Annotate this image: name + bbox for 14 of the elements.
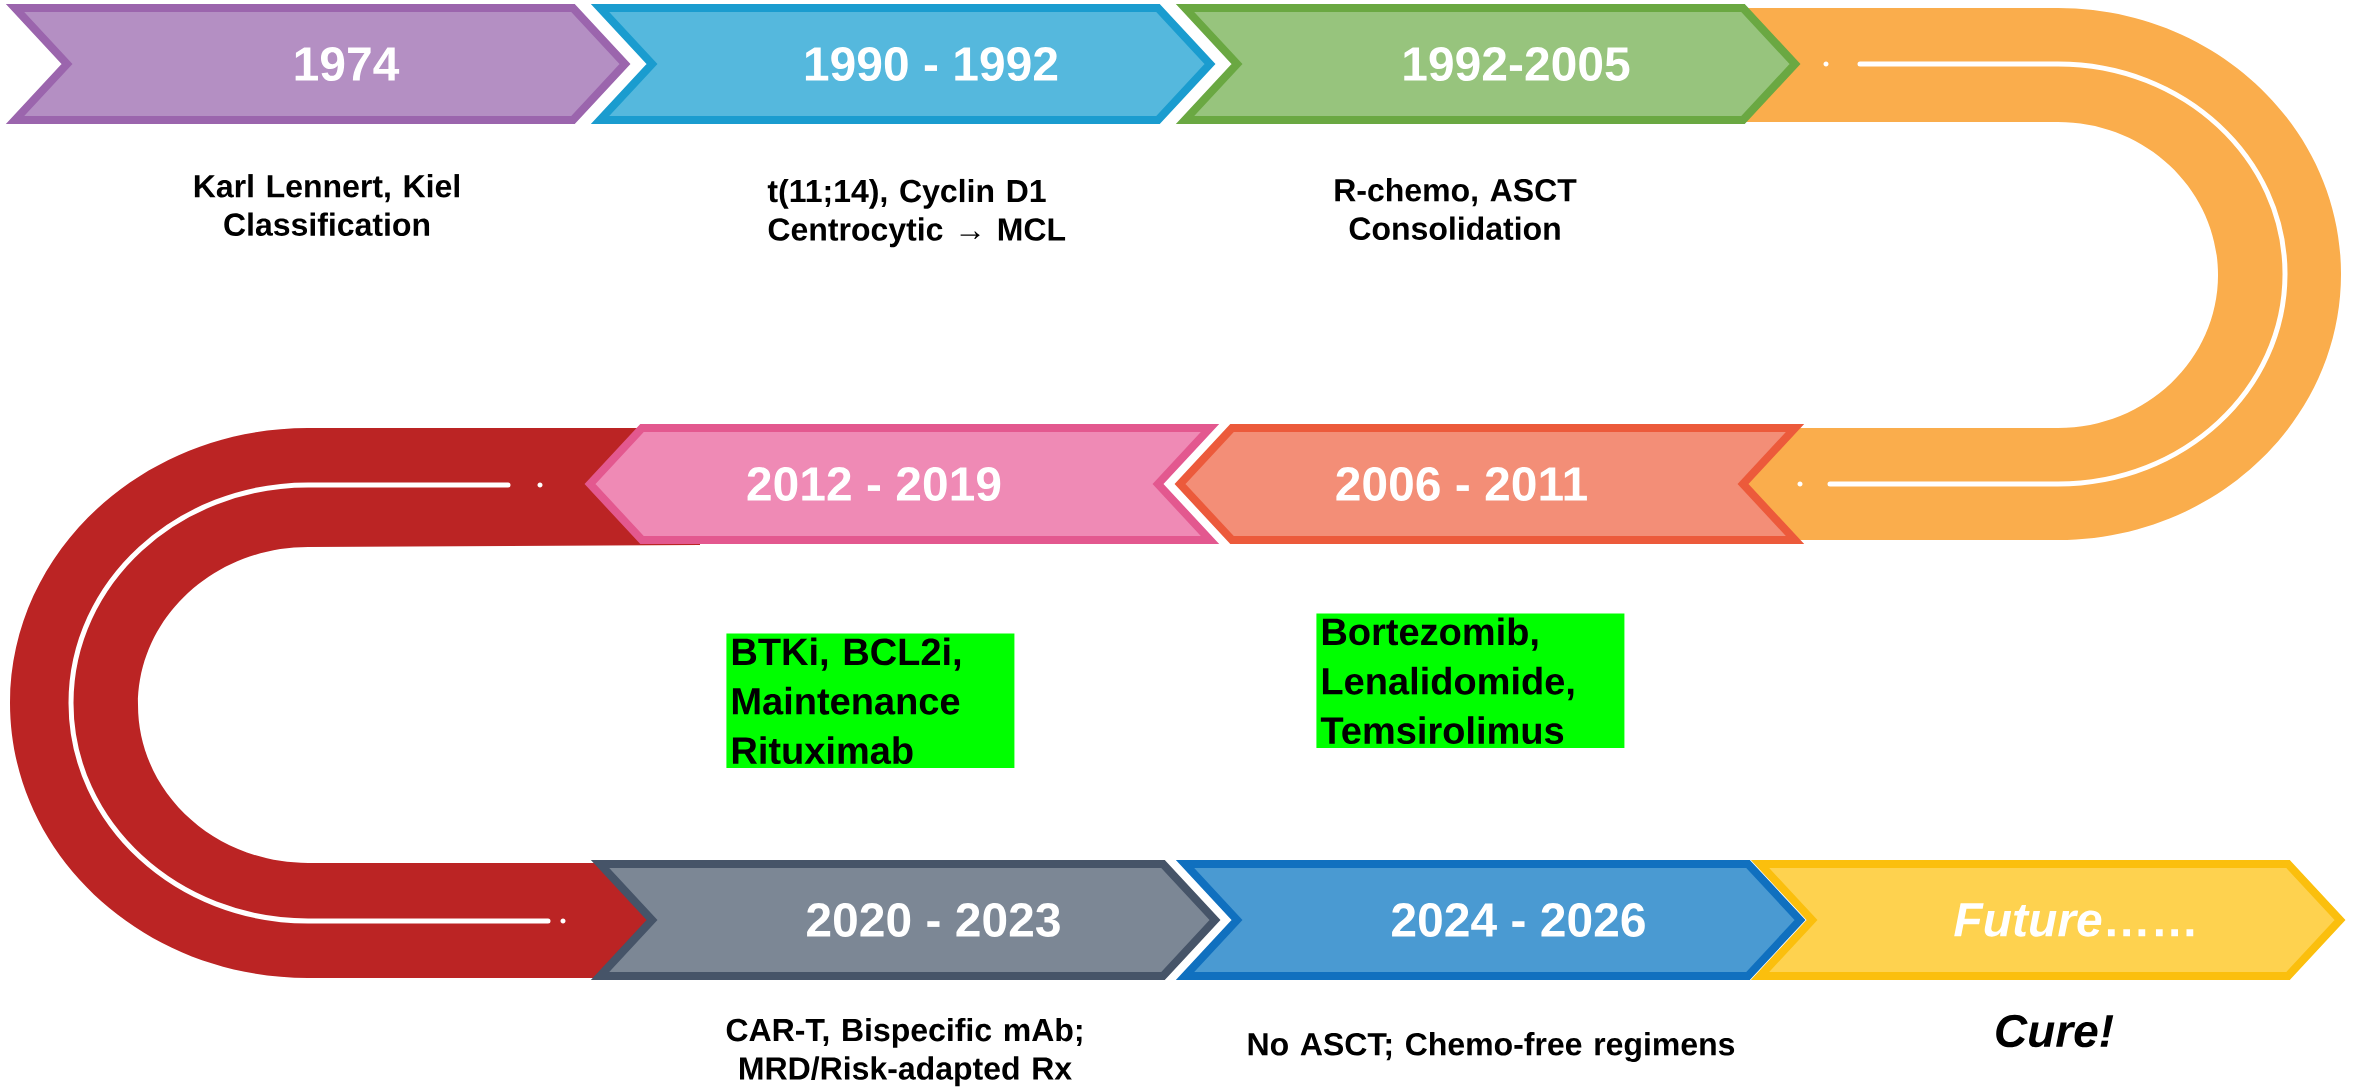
description-text: t(11;14), Cyclin D1 Centrocytic → MCL bbox=[767, 178, 1066, 248]
description-text: Karl Lennert, Kiel Classification bbox=[194, 174, 459, 236]
description-text: CAR-T, Bispecific mAb; MRD/Risk-adapted Rx bbox=[726, 1017, 1082, 1087]
highlighted-text: BTKi, BCL2i, Maintenance Rituximab bbox=[726, 633, 1015, 769]
timeline-segment: 1992-2005 bbox=[1175, 4, 1801, 124]
timeline-segment: 1974 bbox=[5, 4, 631, 124]
timeline-segment: Future…… bbox=[1750, 860, 2346, 980]
description-text: Cure! bbox=[1996, 1014, 2114, 1048]
highlighted-text: Bortezomib, Lenalidomide, Temsirolimus bbox=[1316, 613, 1625, 749]
timeline-segment: 1990 - 1992 bbox=[590, 4, 1216, 124]
description-text: R-chemo, ASCT Consolidation bbox=[1335, 178, 1577, 240]
description-text: No ASCT; Chemo-free regimens bbox=[1248, 1032, 1735, 1062]
timeline-segment: 2024 - 2026 bbox=[1175, 860, 1806, 980]
timeline-segment: 2020 - 2023 bbox=[590, 860, 1221, 980]
